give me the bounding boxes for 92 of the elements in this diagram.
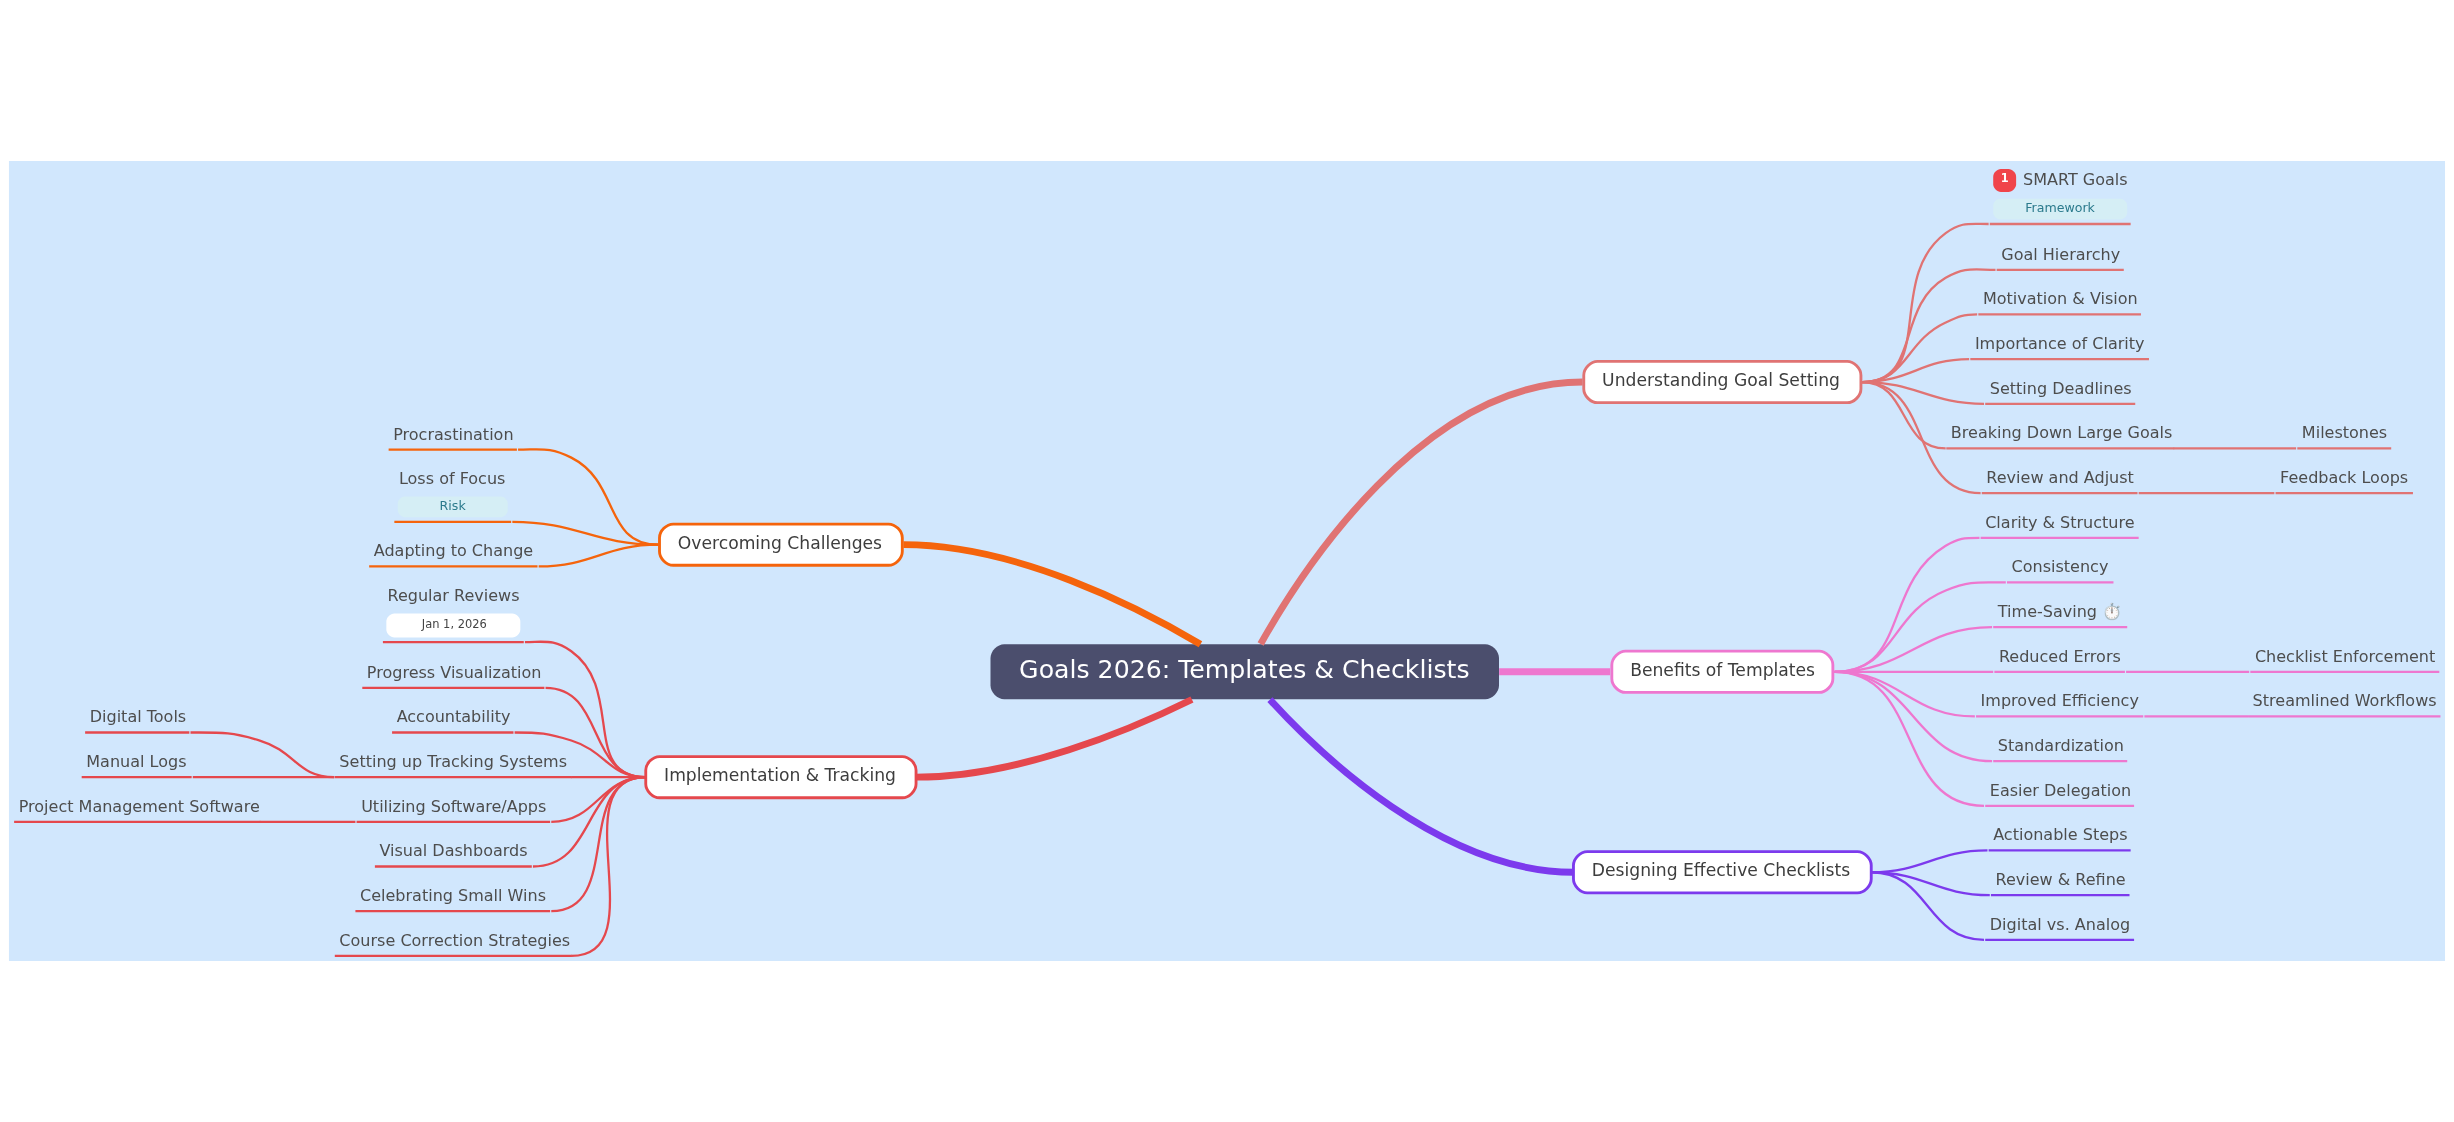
node-box [1985,804,2135,807]
node-box: Designing Effective Checklists [1572,850,1873,895]
node-box [362,686,545,689]
node-box [2275,492,2413,495]
node-label: Setting up Tracking Systems [339,752,568,772]
connector [2126,670,2250,673]
connector [1834,581,2006,673]
node-label: Consistency [2011,557,2109,577]
connector [903,541,1203,648]
node-label: Feedback Loops [2280,468,2409,488]
node-label: Checklist Enforcement [2254,646,2436,666]
node-box [1985,402,2136,405]
node-label: Digital Tools [89,707,187,727]
connector [1499,668,1611,676]
connector [1871,871,1985,941]
node-label: Utilizing Software/Apps [361,796,547,816]
node-box [1976,715,2144,718]
node-label: Reduced Errors [1998,646,2121,666]
node-box [334,954,572,957]
node-label: Project Management Software [18,796,260,816]
node-label: Importance of Clarity [1974,334,2145,354]
node-box [369,565,538,568]
node-label: Review and Adjust [1986,468,2134,488]
connector [192,776,335,779]
connector [915,696,1194,781]
connector [1834,670,1985,807]
node-label: Accountability [396,707,511,727]
node-label: Digital vs. Analog [1989,914,2131,934]
node-box [2297,447,2392,450]
node-box [1985,938,2135,941]
node-label: Goal Hierarchy [2001,244,2121,264]
connector [1267,697,1574,876]
node-label: Clarity & Structure [1985,512,2135,532]
node-label: Review & Refine [1995,870,2126,890]
node-label: Time-Saving ⏱ [1997,602,2123,622]
node-label: Milestones [2301,423,2388,443]
node-box [1981,492,2138,495]
node-box: Understanding Goal Setting [1582,360,1863,405]
node-label: Course Correction Strategies [339,930,571,950]
node-box [2248,715,2441,718]
node-box [388,448,517,451]
node-box: Implementation & Tracking [644,755,918,800]
connector [538,543,659,568]
node-box [1988,849,2131,852]
connector [2144,715,2249,718]
node-label: Visual Dashboards [379,841,528,861]
node-label: Regular Reviews [387,586,520,606]
node-box [1980,536,2139,539]
node-label: Loss of Focus [398,469,506,489]
node-label: Standardization [1997,736,2125,756]
node-box [356,820,551,823]
connector [512,520,659,546]
node-box [1996,268,2124,271]
node-label: Procrastination [393,424,514,444]
node-box [1990,894,2130,897]
node-box [1993,626,2128,629]
node-label: Easier Delegation [1989,780,2132,800]
node-label: Progress Visualization [366,662,542,682]
node-box: Benefits of Templates [1610,649,1835,694]
node-box [81,776,192,779]
connector [2173,447,2297,450]
node-box [1978,313,2141,316]
node-box [2250,670,2440,673]
node-label: Breaking Down Large Goals [1950,423,2173,443]
node-label: Actionable Steps [1993,825,2128,845]
node-label: Adapting to Change [373,541,534,561]
node-box: Overcoming Challenges [658,522,904,567]
connector [518,448,659,546]
node-label: Celebrating Small Wins [360,886,547,906]
node-label: Setting Deadlines [1989,378,2132,398]
node-box [334,776,572,779]
node-box: Goals 2026: Templates & Checklists [990,644,1499,700]
node-box [14,820,261,823]
node-box [392,731,514,734]
node-box [374,865,532,868]
node-box [1993,760,2128,763]
connector [1257,378,1583,646]
node-box [1994,670,2125,673]
node-label: Motivation & Vision [1982,289,2138,309]
node-label: Streamlined Workflows [2252,691,2437,711]
node-label: Improved Efficiency [1980,691,2139,711]
connector [259,820,356,823]
connector [190,731,335,779]
node-box [2006,581,2114,584]
connector [2138,492,2275,495]
node-box [85,731,190,734]
node-label: Manual Logs [86,752,187,772]
node-box [1970,358,2149,361]
node-box [1946,447,2175,450]
node-box [355,910,551,913]
connector [571,776,646,957]
connector [1861,380,1981,495]
